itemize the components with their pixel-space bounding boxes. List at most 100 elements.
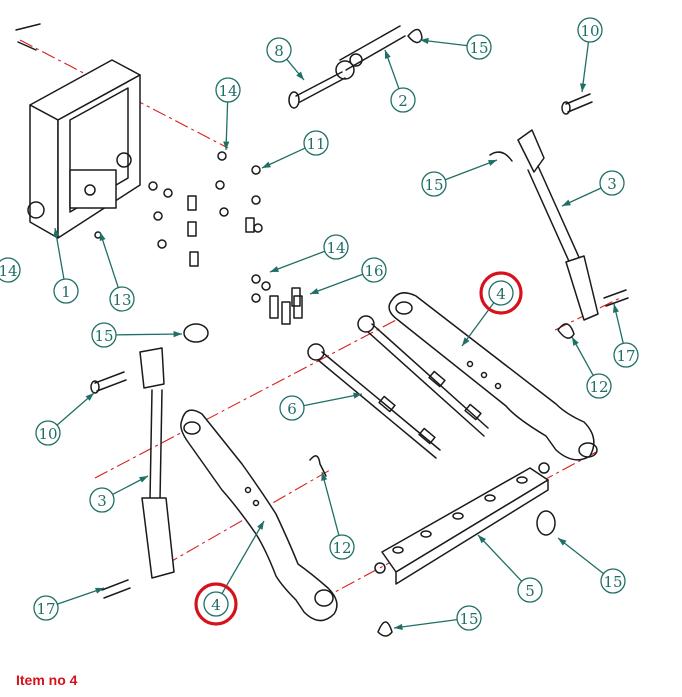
callout-arrowhead (95, 587, 104, 594)
callout-leader (557, 537, 604, 575)
callout-arrowhead (384, 50, 391, 59)
callout-12: 12 (571, 336, 612, 399)
part-5-drawbar (374, 462, 550, 585)
callout-leader (99, 231, 119, 288)
callout-leader (309, 273, 363, 295)
callout-2: 2 (384, 49, 416, 113)
callout-arrowhead (558, 538, 567, 546)
callout-17: 17 (612, 303, 639, 368)
callout-arrowhead (99, 232, 106, 241)
callout-balloon (390, 87, 416, 113)
callout-balloon (456, 605, 482, 631)
callout-number: 14 (326, 239, 345, 257)
callout-number: 16 (364, 262, 383, 280)
callout-17: 17 (33, 587, 105, 621)
callout-4: 4 (461, 271, 523, 347)
callout-leader (303, 393, 363, 407)
callout-number: 5 (525, 582, 535, 600)
callout-number: 3 (607, 175, 617, 193)
part-8-pin (288, 71, 346, 109)
callout-16: 16 (309, 257, 387, 295)
callout-leader (444, 159, 498, 181)
callout-arrowhead (85, 393, 94, 401)
callout-number: 6 (287, 400, 297, 418)
callout-number: 4 (211, 596, 221, 614)
callout-number: 8 (274, 42, 284, 60)
callout-arrowhead (488, 160, 497, 166)
callout-balloon (361, 257, 387, 283)
callout-balloon (586, 373, 612, 399)
callout-arrowhead (420, 37, 429, 45)
callout-arrowhead (139, 476, 148, 483)
callout-arrowhead (572, 337, 579, 346)
callout-balloon (89, 487, 115, 513)
callout-balloon (613, 342, 639, 368)
part-15-clips (183, 28, 556, 637)
callout-arrowhead (478, 535, 487, 544)
callout-number: 10 (38, 425, 57, 443)
callout-14: 14 (0, 257, 21, 283)
callout-leader (221, 520, 265, 594)
callout-balloon (203, 591, 229, 617)
callout-number: 4 (496, 285, 506, 303)
callout-number: 17 (616, 347, 635, 365)
callout-15: 15 (419, 34, 492, 60)
callout-number: 1 (61, 283, 71, 301)
callout-number: 2 (398, 92, 408, 110)
callout-15: 15 (557, 537, 626, 594)
callout-8: 8 (266, 37, 305, 81)
callout-10: 10 (577, 17, 603, 93)
callout-arrowhead (310, 288, 319, 294)
callout-arrowhead (173, 331, 182, 338)
callout-number: 17 (36, 600, 55, 618)
callout-balloon (323, 234, 349, 260)
callout-balloon (91, 322, 117, 348)
callout-arrowhead (612, 304, 619, 313)
part-6-stabilizer-1 (307, 343, 441, 459)
callout-number: 15 (603, 573, 622, 591)
part-1-frame (15, 23, 141, 239)
part-10-pins (90, 93, 593, 394)
callout-number: 13 (112, 291, 131, 309)
callout-arrowhead (262, 161, 271, 168)
callout-balloon (303, 130, 329, 156)
callout-15: 15 (393, 605, 482, 631)
callout-6: 6 (279, 392, 363, 421)
callout-arrowhead (257, 521, 264, 530)
callout-10: 10 (35, 392, 95, 446)
callout-number: 12 (332, 539, 351, 557)
callout-arrowhead (580, 83, 587, 92)
callout-number: 15 (469, 39, 488, 57)
callout-balloon (488, 280, 514, 306)
callout-3: 3 (561, 170, 625, 207)
callout-15: 15 (421, 159, 498, 197)
callout-balloons: 1233445681010111212131414141515151515161… (0, 17, 639, 631)
part-4-lower-link-right (388, 292, 598, 461)
part-3-lift-rod-right (517, 129, 599, 321)
callout-arrowhead (353, 392, 362, 399)
callout-number: 15 (459, 610, 478, 628)
highlight-ring (194, 582, 238, 626)
callout-5: 5 (477, 534, 543, 603)
part-17-pins (101, 289, 629, 599)
callout-arrowhead (562, 199, 571, 206)
callout-14: 14 (215, 77, 241, 151)
callout-balloon (0, 257, 21, 283)
part-6-stabilizer-2 (357, 315, 489, 437)
callout-number: 15 (94, 327, 113, 345)
part-4-lower-link-left (180, 409, 338, 622)
callout-leader (115, 333, 183, 336)
part-2-top-link (335, 25, 406, 80)
callout-balloon (577, 17, 603, 43)
callout-arrowhead (223, 141, 230, 150)
callout-arrowhead (53, 228, 60, 237)
callout-arrowhead (462, 337, 470, 346)
callout-number: 3 (97, 492, 107, 510)
callout-balloon (35, 420, 61, 446)
hardware-bolts-washers (94, 151, 303, 325)
callout-12: 12 (321, 471, 355, 560)
callout-balloon (421, 171, 447, 197)
callout-1: 1 (53, 227, 79, 304)
callout-13: 13 (99, 231, 135, 312)
callout-balloon (329, 534, 355, 560)
